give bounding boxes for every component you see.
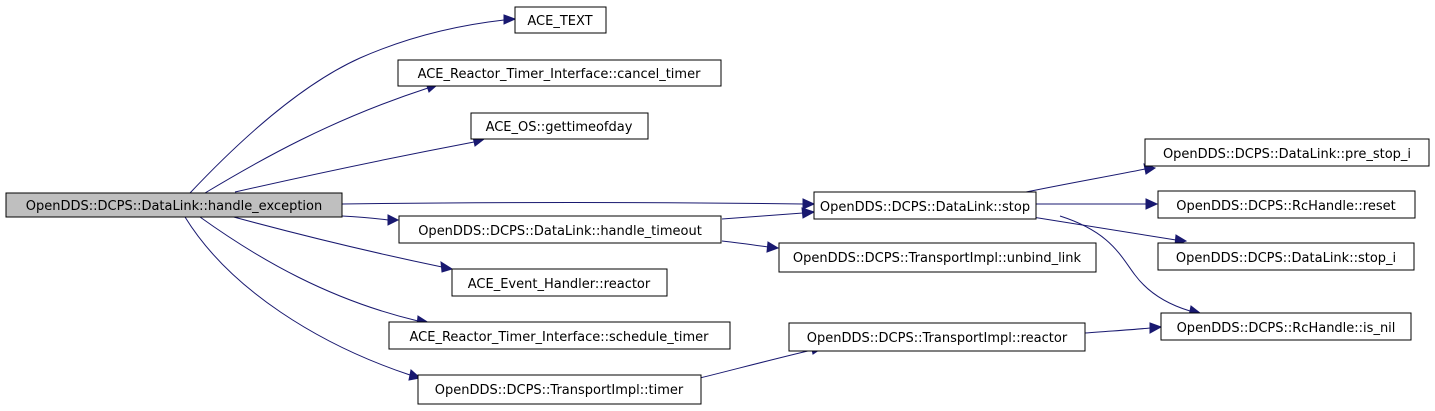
node-reactor-event[interactable]: ACE_Event_Handler::reactor: [451, 268, 668, 297]
node-ace-text[interactable]: ACE_TEXT: [514, 6, 607, 34]
node-pre-stop-i[interactable]: OpenDDS::DCPS::DataLink::pre_stop_i: [1144, 138, 1430, 167]
edge-root-cancel-timer: [204, 82, 439, 194]
node-rchandle-reset[interactable]: OpenDDS::DCPS::RcHandle::reset: [1157, 190, 1416, 219]
edge-root-timer: [184, 216, 422, 381]
node-datalink-stop[interactable]: OpenDDS::DCPS::DataLink::stop: [813, 191, 1037, 220]
node-unbind-link[interactable]: OpenDDS::DCPS::TransportImpl::unbind_lin…: [778, 242, 1097, 273]
node-rchandle-is-nil[interactable]: OpenDDS::DCPS::RcHandle::is_nil: [1160, 312, 1412, 341]
node-label: OpenDDS::DCPS::RcHandle::reset: [1176, 199, 1395, 214]
node-label: OpenDDS::DCPS::DataLink::handle_timeout: [418, 224, 702, 239]
edge-root-ace-text: [189, 14, 517, 194]
edge-handle-timeout-stop: [721, 207, 816, 220]
edge-root-handle-timeout: [341, 214, 400, 226]
edge-transport-reactor-is-nil: [1084, 322, 1163, 334]
node-transportimpl-timer[interactable]: OpenDDS::DCPS::TransportImpl::timer: [417, 374, 702, 405]
edge-root-stop: [341, 198, 816, 210]
node-label: ACE_Event_Handler::reactor: [468, 277, 651, 292]
edge-root-reactor-event: [229, 215, 454, 273]
node-schedule-timer[interactable]: ACE_Reactor_Timer_Interface::schedule_ti…: [388, 321, 731, 350]
node-stop-i[interactable]: OpenDDS::DCPS::DataLink::stop_i: [1157, 242, 1415, 271]
node-label: ACE_TEXT: [527, 14, 592, 29]
node-gettimeofday[interactable]: ACE_OS::gettimeofday: [470, 112, 649, 140]
edge-root-schedule-timer: [199, 216, 431, 327]
node-label: ACE_Reactor_Timer_Interface::cancel_time…: [418, 67, 702, 82]
edge-stop-reset: [1036, 198, 1159, 210]
node-transportimpl-reactor[interactable]: OpenDDS::DCPS::TransportImpl::reactor: [788, 322, 1086, 352]
node-label: OpenDDS::DCPS::TransportImpl::timer: [435, 383, 684, 398]
node-label: OpenDDS::DCPS::DataLink::stop_i: [1176, 251, 1396, 266]
node-label: OpenDDS::DCPS::TransportImpl::unbind_lin…: [793, 251, 1082, 266]
node-label: ACE_Reactor_Timer_Interface::schedule_ti…: [409, 330, 709, 345]
node-label: ACE_OS::gettimeofday: [486, 120, 633, 135]
node-handle-exception[interactable]: OpenDDS::DCPS::DataLink::handle_exceptio…: [5, 192, 343, 218]
node-label: OpenDDS::DCPS::DataLink::handle_exceptio…: [26, 199, 322, 214]
node-cancel-timer[interactable]: ACE_Reactor_Timer_Interface::cancel_time…: [397, 59, 722, 87]
node-label: OpenDDS::DCPS::RcHandle::is_nil: [1177, 321, 1396, 336]
edge-stop-pre-stop-i: [1025, 163, 1157, 193]
edge-handle-timeout-unbind-link: [721, 240, 780, 253]
node-label: OpenDDS::DCPS::TransportImpl::reactor: [807, 331, 1068, 346]
edge-root-gettimeofday: [234, 136, 486, 193]
node-label: OpenDDS::DCPS::DataLink::pre_stop_i: [1163, 147, 1411, 162]
edge-stop-stop-i: [1025, 215, 1188, 246]
node-handle-timeout[interactable]: OpenDDS::DCPS::DataLink::handle_timeout: [398, 215, 722, 244]
node-label: OpenDDS::DCPS::DataLink::stop: [820, 200, 1030, 215]
